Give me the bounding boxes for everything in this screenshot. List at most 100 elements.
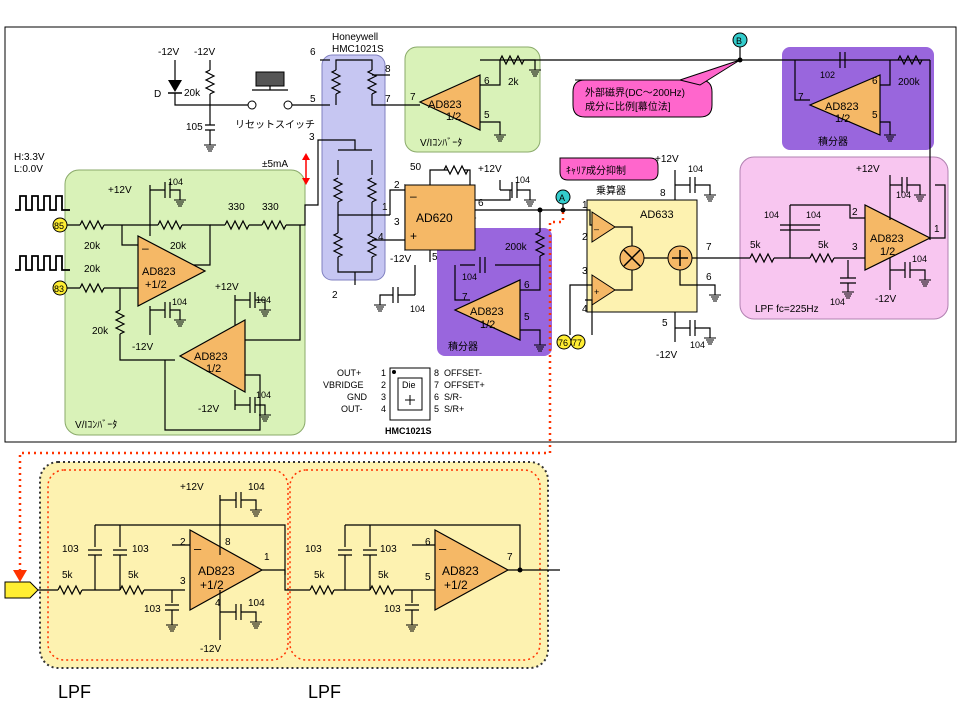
pin-3-mult: 3 bbox=[582, 266, 588, 277]
supply-neg-c: -12V bbox=[158, 47, 179, 58]
pin-6-int: 6 bbox=[524, 280, 530, 291]
opamp-ad823-left-a bbox=[137, 235, 207, 307]
supply-pos-a: +12V bbox=[108, 185, 132, 196]
pin-5-top: 5 bbox=[484, 110, 490, 121]
lpf-main-label: LPF fc=225Hz bbox=[755, 304, 819, 315]
opamp-a-title: AD823 bbox=[142, 266, 176, 278]
pin-6-sr: 6 bbox=[310, 47, 316, 58]
c-102: 102 bbox=[820, 70, 835, 80]
marker-A-label: A bbox=[559, 193, 565, 203]
c-104-b: 104 bbox=[172, 297, 187, 307]
pin-1-mult: 1 bbox=[582, 200, 588, 211]
pin-7-int2: 7 bbox=[798, 92, 804, 103]
pin-8-offset: 8 bbox=[385, 64, 391, 75]
marker-76-label: 76 bbox=[558, 338, 568, 348]
hmc-caption: HMC1021S bbox=[385, 426, 432, 436]
sensor-vendor: Honeywell bbox=[332, 32, 378, 43]
r-5k-b: 5k bbox=[818, 240, 830, 251]
r-5k-a: 5k bbox=[750, 240, 762, 251]
mult-in1-minus: – bbox=[594, 224, 599, 234]
opamp-int2-title: AD823 bbox=[825, 101, 859, 113]
opamp-a-half: +1/2 bbox=[145, 279, 167, 291]
lpf-stage1 bbox=[47, 469, 289, 661]
pin-7-int: 7 bbox=[462, 292, 468, 303]
pin-6-ad620: 6 bbox=[478, 198, 484, 209]
vi-converter-label-top: V/Iｺﾝﾊﾞｰﾀ bbox=[420, 137, 462, 149]
pin-4-ad620: 4 bbox=[378, 232, 384, 243]
opamp-lpf2-minus: – bbox=[439, 541, 447, 556]
lpf-group-outer bbox=[39, 461, 549, 669]
callout-line2: 成分に比例[幕位法] bbox=[585, 100, 671, 113]
c-104-c: 104 bbox=[256, 295, 271, 305]
c-103-a: 103 bbox=[62, 544, 79, 555]
label-D: D bbox=[154, 89, 161, 100]
pin-3-lpf: 3 bbox=[852, 242, 858, 253]
pin-3-gnd: 3 bbox=[309, 132, 315, 143]
pin-8-mult: 8 bbox=[660, 188, 666, 199]
hmc-pin1-num: 1 bbox=[381, 368, 386, 378]
r-330-a: 330 bbox=[228, 202, 245, 213]
hmc-pin6: S/R- bbox=[444, 392, 462, 402]
opamp-ad823-top bbox=[418, 74, 481, 131]
hmc-pin2-num: 2 bbox=[381, 380, 386, 390]
pin-3-lpf1: 3 bbox=[180, 576, 186, 587]
reset-switch-button[interactable] bbox=[255, 71, 285, 87]
pin-5-int: 5 bbox=[524, 312, 530, 323]
opamp-ad823-left-b bbox=[178, 318, 246, 394]
label-high: H:3.3V bbox=[14, 152, 45, 163]
hmc-pin8: OFFSET- bbox=[444, 368, 482, 378]
lpf-main-block bbox=[739, 156, 949, 320]
hmc-pin3-num: 3 bbox=[381, 392, 386, 402]
opamp-ad823-lpf1 bbox=[189, 528, 264, 612]
opamp-lpf-half: 1/2 bbox=[880, 246, 895, 258]
callout-line1: 外部磁界(DC～200Hz) bbox=[585, 86, 685, 99]
square-wave-top bbox=[15, 195, 70, 211]
supply-neg-b: -12V bbox=[198, 404, 219, 415]
pin-3-ad620: 3 bbox=[394, 217, 400, 228]
supply-pos-d: +12V bbox=[655, 154, 679, 165]
ad620-plus: + bbox=[410, 229, 417, 243]
hmc-pin2: VBRIDGE bbox=[323, 380, 364, 390]
opamp-b-half: 1/2 bbox=[206, 363, 221, 375]
c-104-a: 104 bbox=[168, 177, 183, 187]
pin-7-offset: 7 bbox=[385, 94, 391, 105]
callout-carrier-text: ｷｬﾘｱ成分抑制 bbox=[566, 164, 626, 177]
reset-switch-label: リセットスイッチ bbox=[235, 119, 315, 131]
lpf-label-2: LPF bbox=[308, 682, 341, 702]
c-104-o: 104 bbox=[248, 482, 265, 493]
hmc-pin5: S/R+ bbox=[444, 404, 464, 414]
pin-2-vbridge: 2 bbox=[332, 290, 338, 301]
diode bbox=[168, 80, 182, 92]
opamp-ad823-integrator bbox=[453, 279, 521, 341]
c-104-g: 104 bbox=[462, 272, 477, 282]
c-104-p: 104 bbox=[248, 598, 265, 609]
pin-1-ad620: 1 bbox=[382, 202, 388, 213]
pin-8-lpf1: 8 bbox=[225, 537, 231, 548]
ad620-label: AD620 bbox=[416, 211, 453, 225]
c-104-f: 104 bbox=[410, 304, 425, 314]
pin-1-lpf1: 1 bbox=[264, 552, 270, 563]
supply-pos-e: +12V bbox=[856, 164, 880, 175]
supply-neg-d: -12V bbox=[194, 47, 215, 58]
r-5k-f: 5k bbox=[378, 570, 390, 581]
hmc-pin7: OFFSET+ bbox=[444, 380, 485, 390]
opamp-lpf1-minus: – bbox=[194, 541, 202, 556]
hmc-pin4-num: 4 bbox=[381, 404, 386, 414]
c-104-e: 104 bbox=[515, 175, 530, 185]
supply-neg-g: -12V bbox=[875, 294, 896, 305]
r-2k: 2k bbox=[508, 77, 520, 88]
opamp-ad823-lpf2 bbox=[434, 528, 510, 612]
c-104-n: 104 bbox=[912, 254, 927, 264]
opamp-b-title: AD823 bbox=[194, 351, 228, 363]
mult-in2-plus: + bbox=[594, 287, 599, 297]
opamp-int2-half: 1/2 bbox=[835, 113, 850, 125]
supply-pos-f: +12V bbox=[180, 482, 204, 493]
opamp-ad823-lpf bbox=[864, 204, 932, 271]
opamp-lpf2-title: AD823 bbox=[442, 564, 479, 578]
hmc-pin6-num: 6 bbox=[434, 392, 439, 402]
label-low: L:0.0V bbox=[14, 164, 43, 175]
opamp-top-title: AD823 bbox=[428, 99, 462, 111]
r-330-b: 330 bbox=[262, 202, 279, 213]
integrator-label-top: 積分器 bbox=[818, 135, 848, 148]
ad633-label: AD633 bbox=[640, 209, 674, 221]
